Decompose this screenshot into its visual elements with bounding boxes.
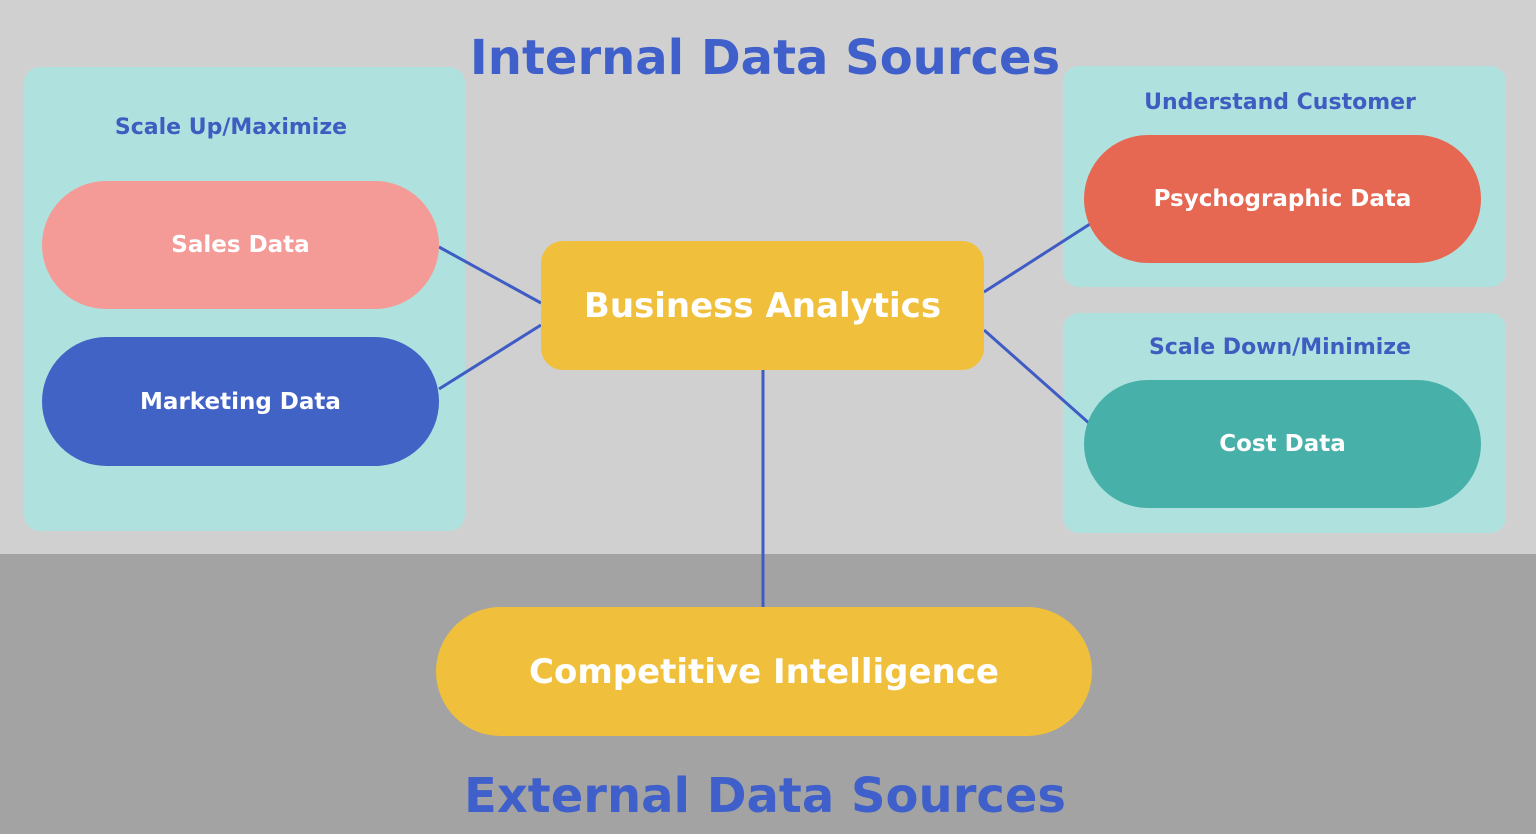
connector-cost (983, 328, 1091, 426)
connector-sales (438, 245, 542, 305)
external-heading: External Data Sources (464, 768, 1066, 824)
node-marketing-data: Marketing Data (42, 337, 439, 466)
connector-psychographic (983, 222, 1091, 294)
node-competitive-intelligence: Competitive Intelligence (436, 607, 1092, 736)
panel-title-understand-customer: Understand Customer (1144, 90, 1416, 115)
panel-title-scale-down: Scale Down/Minimize (1148, 335, 1412, 360)
node-business-analytics: Business Analytics (541, 241, 984, 370)
internal-heading: Internal Data Sources (469, 30, 1061, 86)
panel-title-scale-up: Scale Up/Maximize (114, 115, 348, 140)
node-psychographic-data: Psychographic Data (1084, 135, 1481, 263)
connector-marketing (438, 323, 542, 391)
node-cost-data: Cost Data (1084, 380, 1481, 508)
node-sales-data: Sales Data (42, 181, 439, 309)
